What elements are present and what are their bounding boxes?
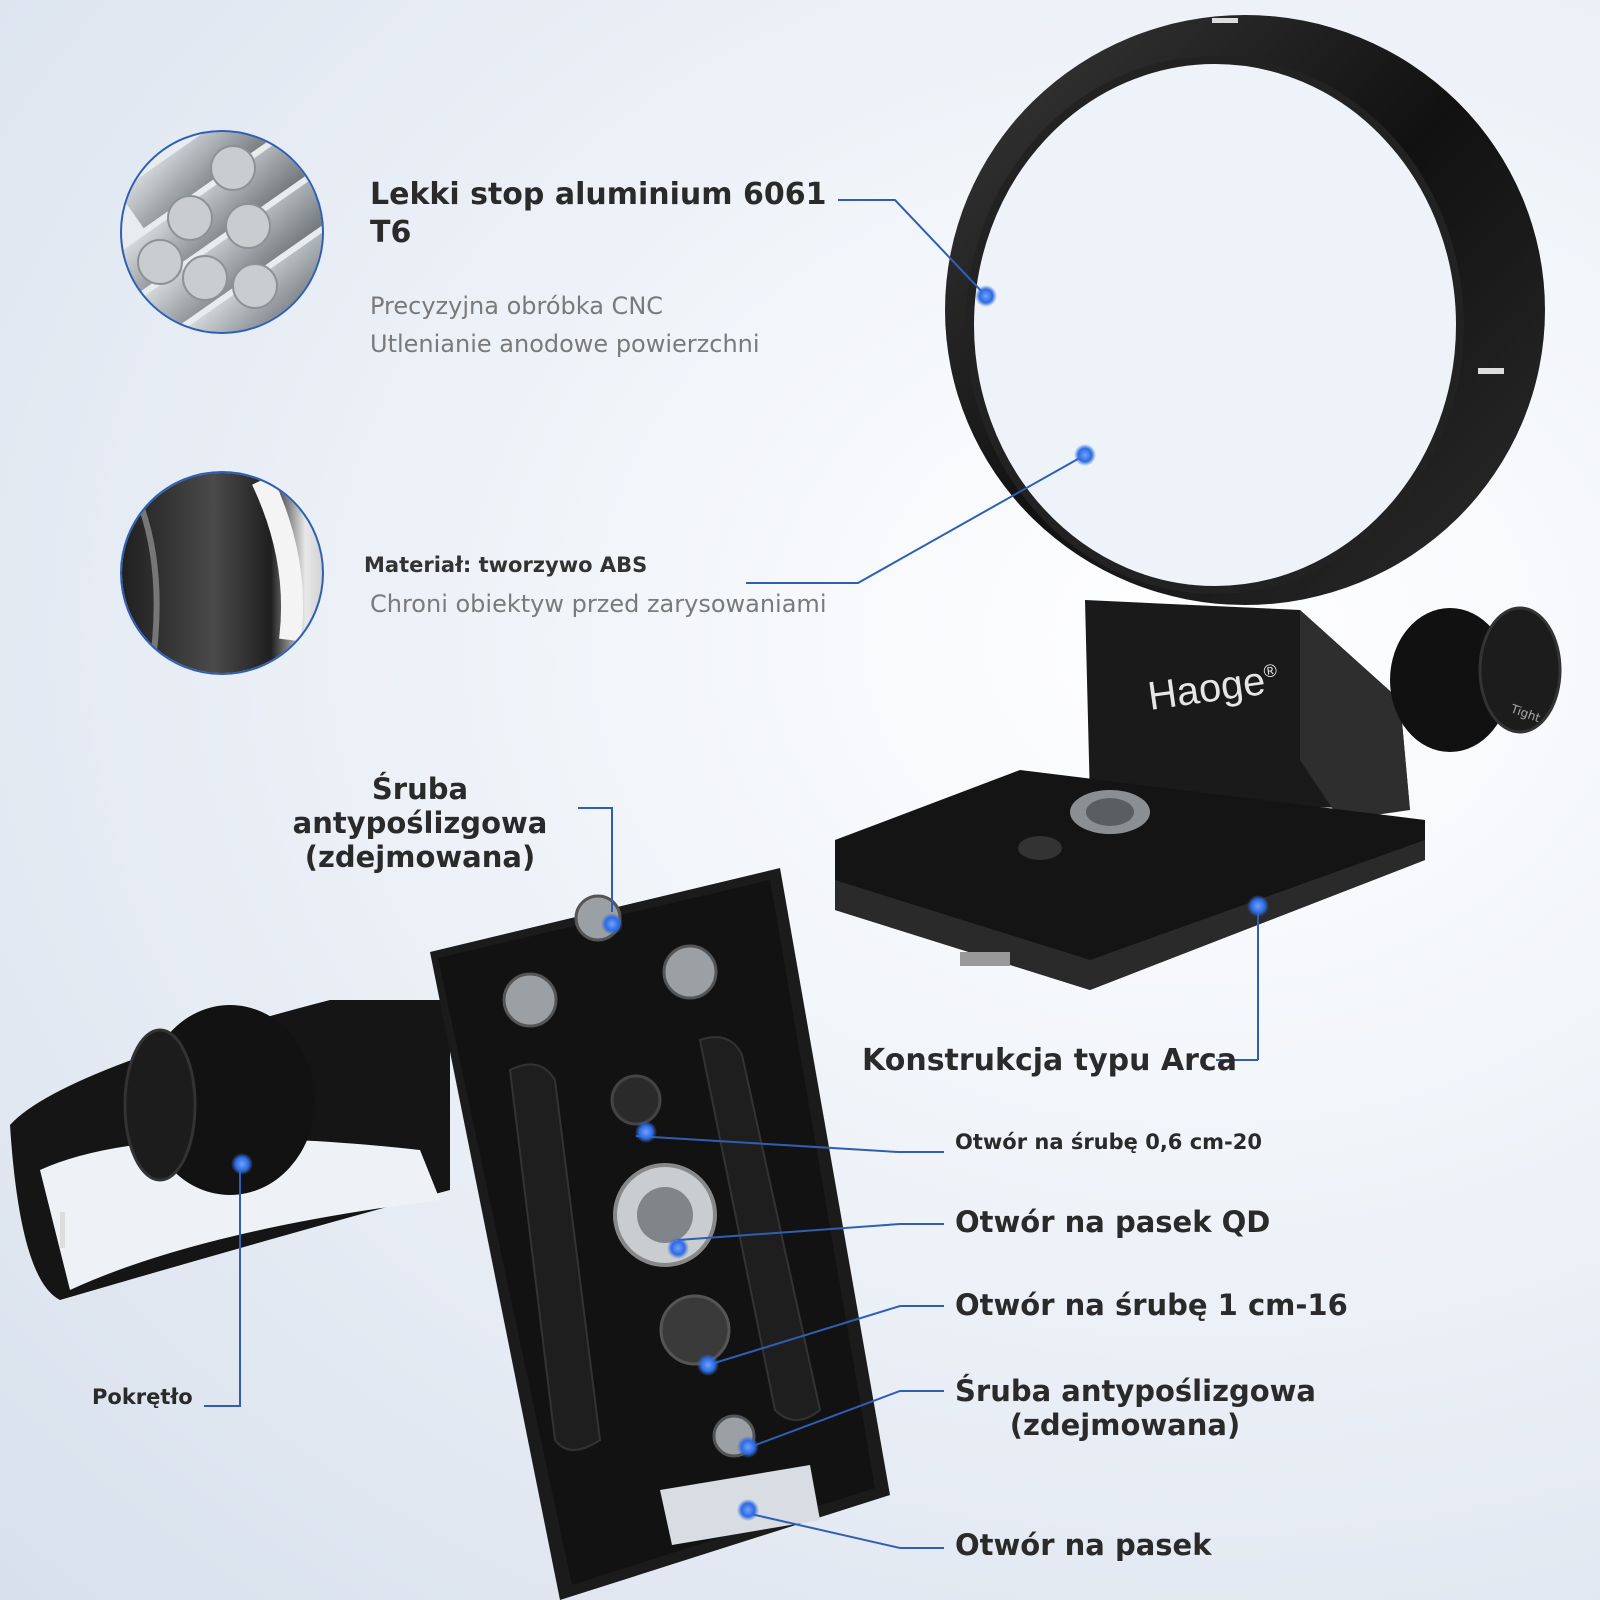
three-eighths-hole-label: Otwór na śrubę 1 cm-16 (955, 1288, 1348, 1322)
arca-label: Konstrukcja typu Arca (862, 1043, 1237, 1078)
anti-slip-top-line3: (zdejmowana) (304, 840, 536, 874)
abs-material-image (120, 471, 324, 675)
anti-slip-bottom-line2: (zdejmowana) (1009, 1408, 1241, 1442)
strap-hole-label: Otwór na pasek (955, 1528, 1212, 1562)
aluminium-title: Lekki stop aluminium 6061 T6 (370, 176, 826, 252)
aluminium-title-line2: T6 (370, 215, 412, 250)
abs-line1: Chroni obiektyw przed zarysowaniami (370, 590, 827, 618)
abs-title: Materiał: tworzywo ABS (364, 553, 648, 577)
aluminium-line2: Utlenianie anodowe powierzchni (370, 330, 760, 358)
aluminium-title-line1: Lekki stop aluminium 6061 (370, 177, 827, 212)
arca-plate-product (10, 868, 890, 1600)
qd-hole-label: Otwór na pasek QD (955, 1205, 1271, 1239)
anti-slip-bottom-line1: Śruba antypoślizgowa (955, 1374, 1316, 1408)
anti-slip-top-line2: antypoślizgowa (292, 806, 548, 840)
aluminium-line1: Precyzyjna obróbka CNC (370, 292, 664, 320)
quarter-hole-label: Otwór na śrubę 0,6 cm-20 (955, 1130, 1262, 1154)
anti-slip-top-line1: Śruba (371, 772, 469, 806)
callout-dots (231, 285, 1269, 1521)
anti-slip-bottom-label: Śruba antypoślizgowa (zdejmowana) (955, 1374, 1316, 1442)
callout-lines (204, 199, 1259, 1549)
aluminium-rods-image (120, 130, 324, 334)
knob-label: Pokrętło (92, 1385, 193, 1409)
tripod-ring-product: Tight Haoge® (835, 15, 1562, 990)
anti-slip-top-label: Śruba antypoślizgowa (zdejmowana) (280, 772, 560, 874)
